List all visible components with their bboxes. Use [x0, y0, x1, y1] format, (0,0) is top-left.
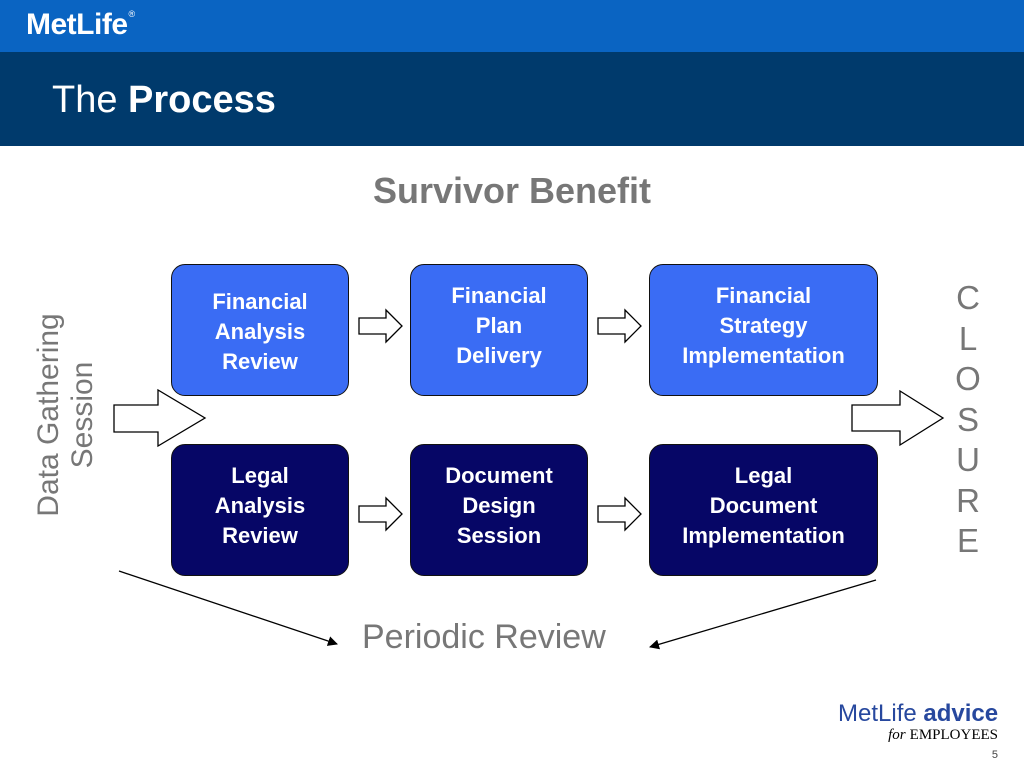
top-bar: MetLife® [0, 0, 1024, 52]
block-arrow-right [358, 308, 403, 344]
block-arrow-right [358, 496, 403, 532]
diagram-subtitle: Survivor Benefit [372, 170, 652, 211]
metlife-advice-logo: MetLife advice [838, 700, 999, 727]
block-arrow-right [851, 389, 945, 447]
block-arrow-right [597, 308, 642, 344]
review-arrow-right [649, 579, 877, 650]
title-bar: The Process [0, 52, 1024, 146]
title-bold: Process [128, 79, 276, 121]
slide-title: The Process [52, 79, 276, 122]
metlife-logo: MetLife® [26, 8, 135, 41]
block-arrow-right [113, 388, 207, 448]
periodic-review-label: Periodic Review [362, 618, 606, 656]
page-number: 5 [991, 749, 998, 761]
title-regular: The [52, 79, 118, 121]
block-arrow-right [597, 496, 642, 532]
review-arrow-left [118, 570, 338, 646]
